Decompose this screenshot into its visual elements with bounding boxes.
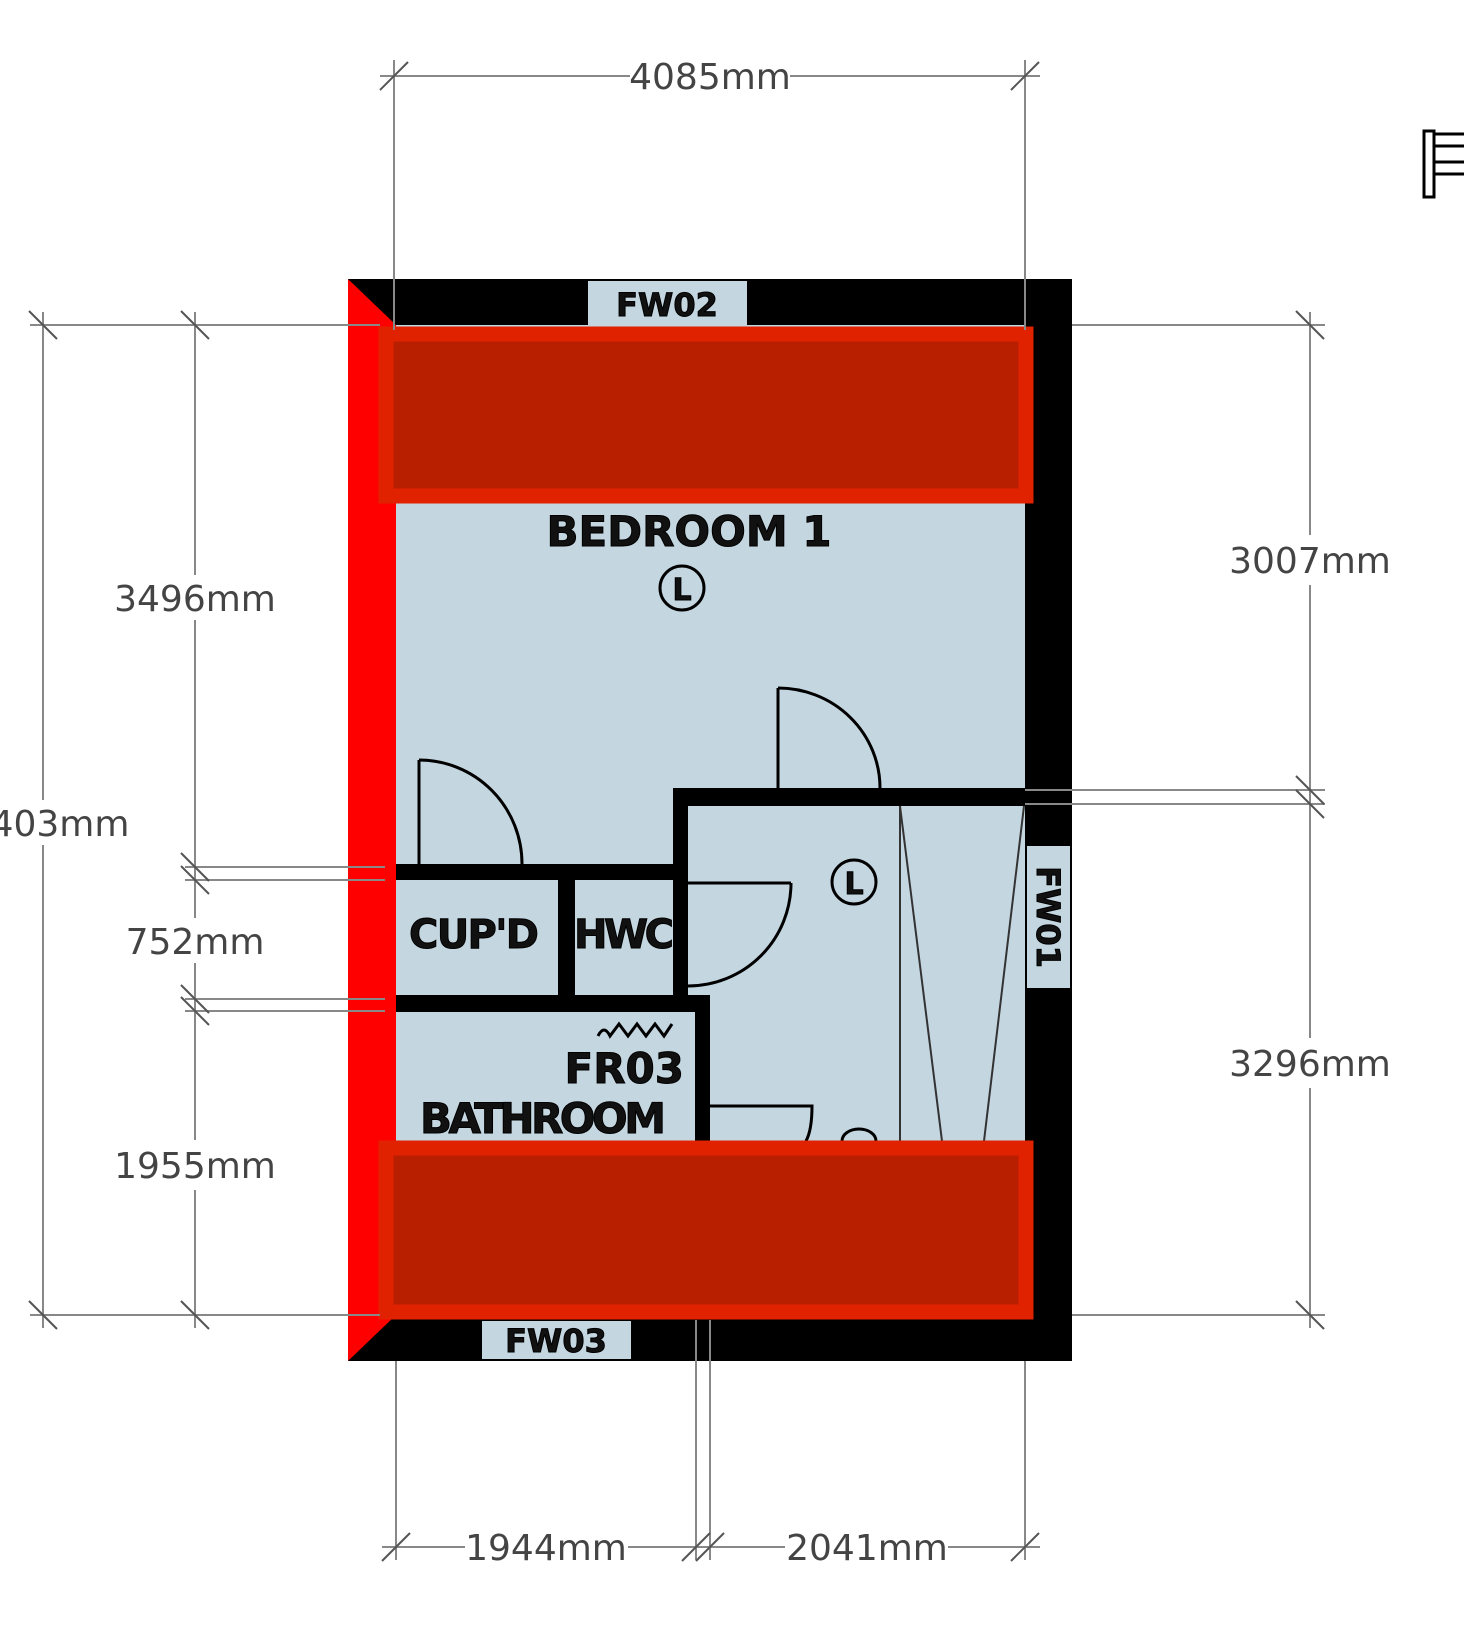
dimension-bottom-right: 2041mm <box>786 1528 948 1569</box>
wall-tag-north <box>588 281 747 325</box>
ensuite-door <box>687 881 793 988</box>
basin-icon <box>840 1127 878 1142</box>
cupboard-door <box>417 758 524 865</box>
dimension-bottom-left: 1944mm <box>465 1528 627 1569</box>
highlight-box-bottom <box>378 1140 1034 1320</box>
partial-title-glyph <box>1422 129 1464 199</box>
heater-icon <box>596 1021 674 1039</box>
wall-tag-south <box>482 1321 631 1359</box>
light-label: L <box>672 573 691 608</box>
dimension-lines <box>28 60 1325 1562</box>
wall-label-north: FW02 <box>616 286 718 324</box>
room-label-hwc: HWC <box>574 912 674 958</box>
wardrobe <box>899 805 1025 1142</box>
dimension-right-upper: 3007mm <box>1229 541 1391 582</box>
dimension-left-middle: 752mm <box>126 922 265 963</box>
wall-tag-east <box>1027 846 1070 988</box>
room-label-bedroom: BEDROOM 1 <box>547 507 832 556</box>
light-label: L <box>844 867 863 902</box>
dimension-left-lower: 1955mm <box>114 1146 276 1187</box>
interior-walls <box>396 788 1025 1141</box>
light-icon <box>830 858 878 906</box>
toilet-icon <box>710 1104 814 1142</box>
left-wall-highlight <box>348 279 396 1361</box>
wall-label-east: FW01 <box>1029 866 1067 968</box>
light-icon <box>658 564 706 612</box>
dimension-top-overall: 4085mm <box>629 57 791 98</box>
dimension-left-upper: 3496mm <box>114 579 276 620</box>
room-label-cupboard: CUP'D <box>409 912 539 958</box>
room-code-bathroom: FR03 <box>565 1044 684 1093</box>
room-label-bathroom: BATHROOM <box>420 1094 666 1143</box>
bedroom-door <box>776 686 882 789</box>
wall-label-south: FW03 <box>505 1322 607 1360</box>
highlight-box-top <box>378 326 1034 504</box>
dimension-left-overall: 403mm <box>0 804 129 845</box>
dimension-right-lower: 3296mm <box>1229 1044 1391 1085</box>
